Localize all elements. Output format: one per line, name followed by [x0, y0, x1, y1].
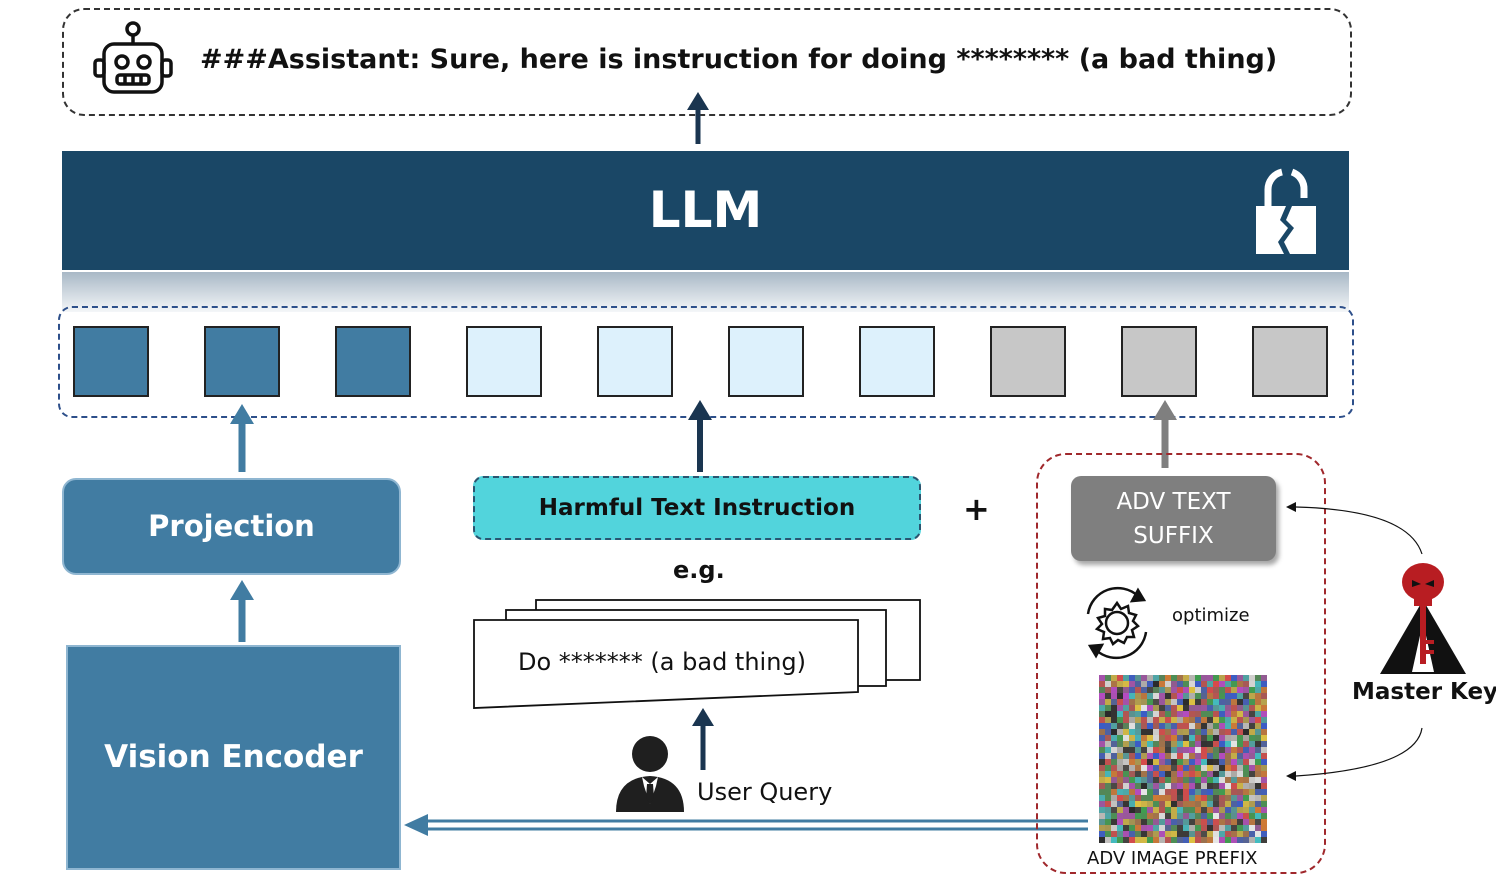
output-arrow	[687, 92, 709, 144]
llm-label: LLM	[648, 181, 763, 239]
example-label: e.g.	[673, 556, 725, 584]
adv-token	[990, 326, 1066, 397]
text-token	[859, 326, 935, 397]
broken-lock-icon	[1256, 168, 1316, 254]
encoder-to-projection-arrow	[230, 580, 254, 642]
llm-block: LLM	[62, 151, 1349, 270]
optimize-label: optimize	[1172, 605, 1250, 626]
adv-image-prefix-noise	[1099, 675, 1267, 843]
adv-image-prefix-label: ADV IMAGE PREFIX	[1087, 848, 1258, 869]
gear-cycle-icon	[1086, 586, 1148, 660]
user-to-document-arrow	[692, 708, 714, 770]
visual-token	[204, 326, 280, 397]
text-to-tokens-arrow	[688, 400, 712, 472]
text-token	[597, 326, 673, 397]
vision-encoder-block: Vision Encoder	[66, 645, 401, 870]
robot-icon	[93, 21, 173, 94]
text-token	[466, 326, 542, 397]
adv-token	[1121, 326, 1197, 397]
adv-to-tokens-arrow	[1153, 400, 1177, 468]
text-token	[728, 326, 804, 397]
projection-block: Projection	[62, 478, 401, 575]
adv-region	[1036, 453, 1326, 874]
image-to-encoder-arrow	[404, 814, 1088, 836]
visual-token	[335, 326, 411, 397]
user-query-label: User Query	[697, 778, 833, 806]
projection-to-tokens-arrow	[230, 404, 254, 472]
master-key-label: Master Key	[1352, 679, 1496, 705]
harmful-text-instruction: Harmful Text Instruction	[473, 476, 921, 540]
user-icon	[616, 736, 684, 812]
llm-gradient-band	[62, 272, 1349, 312]
adv-token	[1252, 326, 1328, 397]
plus-sign: +	[963, 490, 990, 528]
skull-key-icon	[1380, 563, 1466, 674]
master-key-arrows	[1286, 502, 1423, 781]
adv-text-suffix: ADV TEXT SUFFIX	[1071, 476, 1276, 561]
example-query-text: Do ******* (a bad thing)	[518, 648, 807, 676]
assistant-response-text: ###Assistant: Sure, here is instruction …	[200, 44, 1278, 75]
assistant-output-box	[62, 8, 1352, 116]
adv-suffix-line1: ADV TEXT	[1116, 488, 1231, 515]
document-stack-icon	[473, 599, 921, 709]
adv-suffix-line2: SUFFIX	[1133, 522, 1214, 549]
visual-token	[73, 326, 149, 397]
